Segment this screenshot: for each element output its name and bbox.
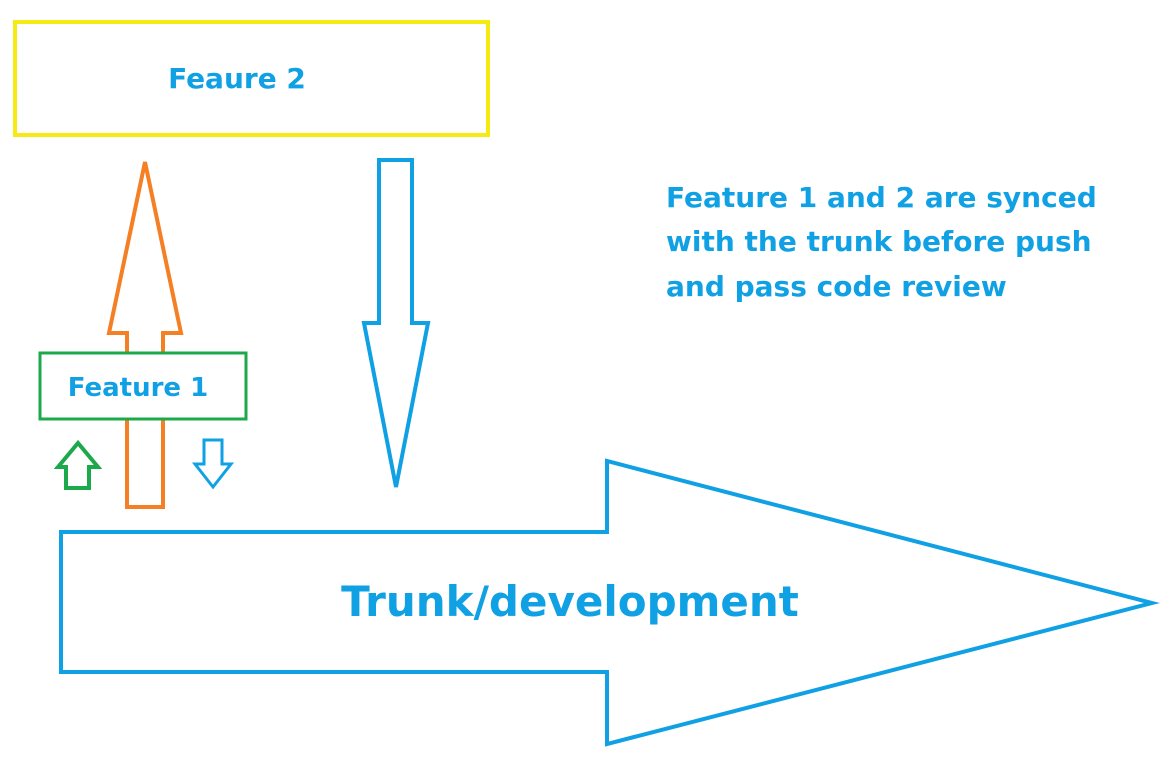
small-blue-down-arrow bbox=[191, 438, 235, 490]
feature1-box bbox=[38, 351, 248, 421]
note-line-1: Feature 1 and 2 are synced bbox=[666, 181, 1097, 214]
feature1-label: Feature 1 bbox=[68, 373, 208, 403]
small-green-up-arrow bbox=[53, 439, 103, 490]
orange-up-arrow bbox=[106, 161, 184, 509]
feature2-box bbox=[13, 20, 490, 137]
blue-down-arrow bbox=[361, 158, 431, 488]
note-line-3: and pass code review bbox=[666, 270, 1007, 303]
trunk-arrow bbox=[59, 458, 1160, 747]
note-line-2: with the trunk before push bbox=[666, 225, 1092, 258]
feature2-label: Feaure 2 bbox=[168, 62, 306, 95]
trunk-label: Trunk/development bbox=[341, 577, 799, 626]
